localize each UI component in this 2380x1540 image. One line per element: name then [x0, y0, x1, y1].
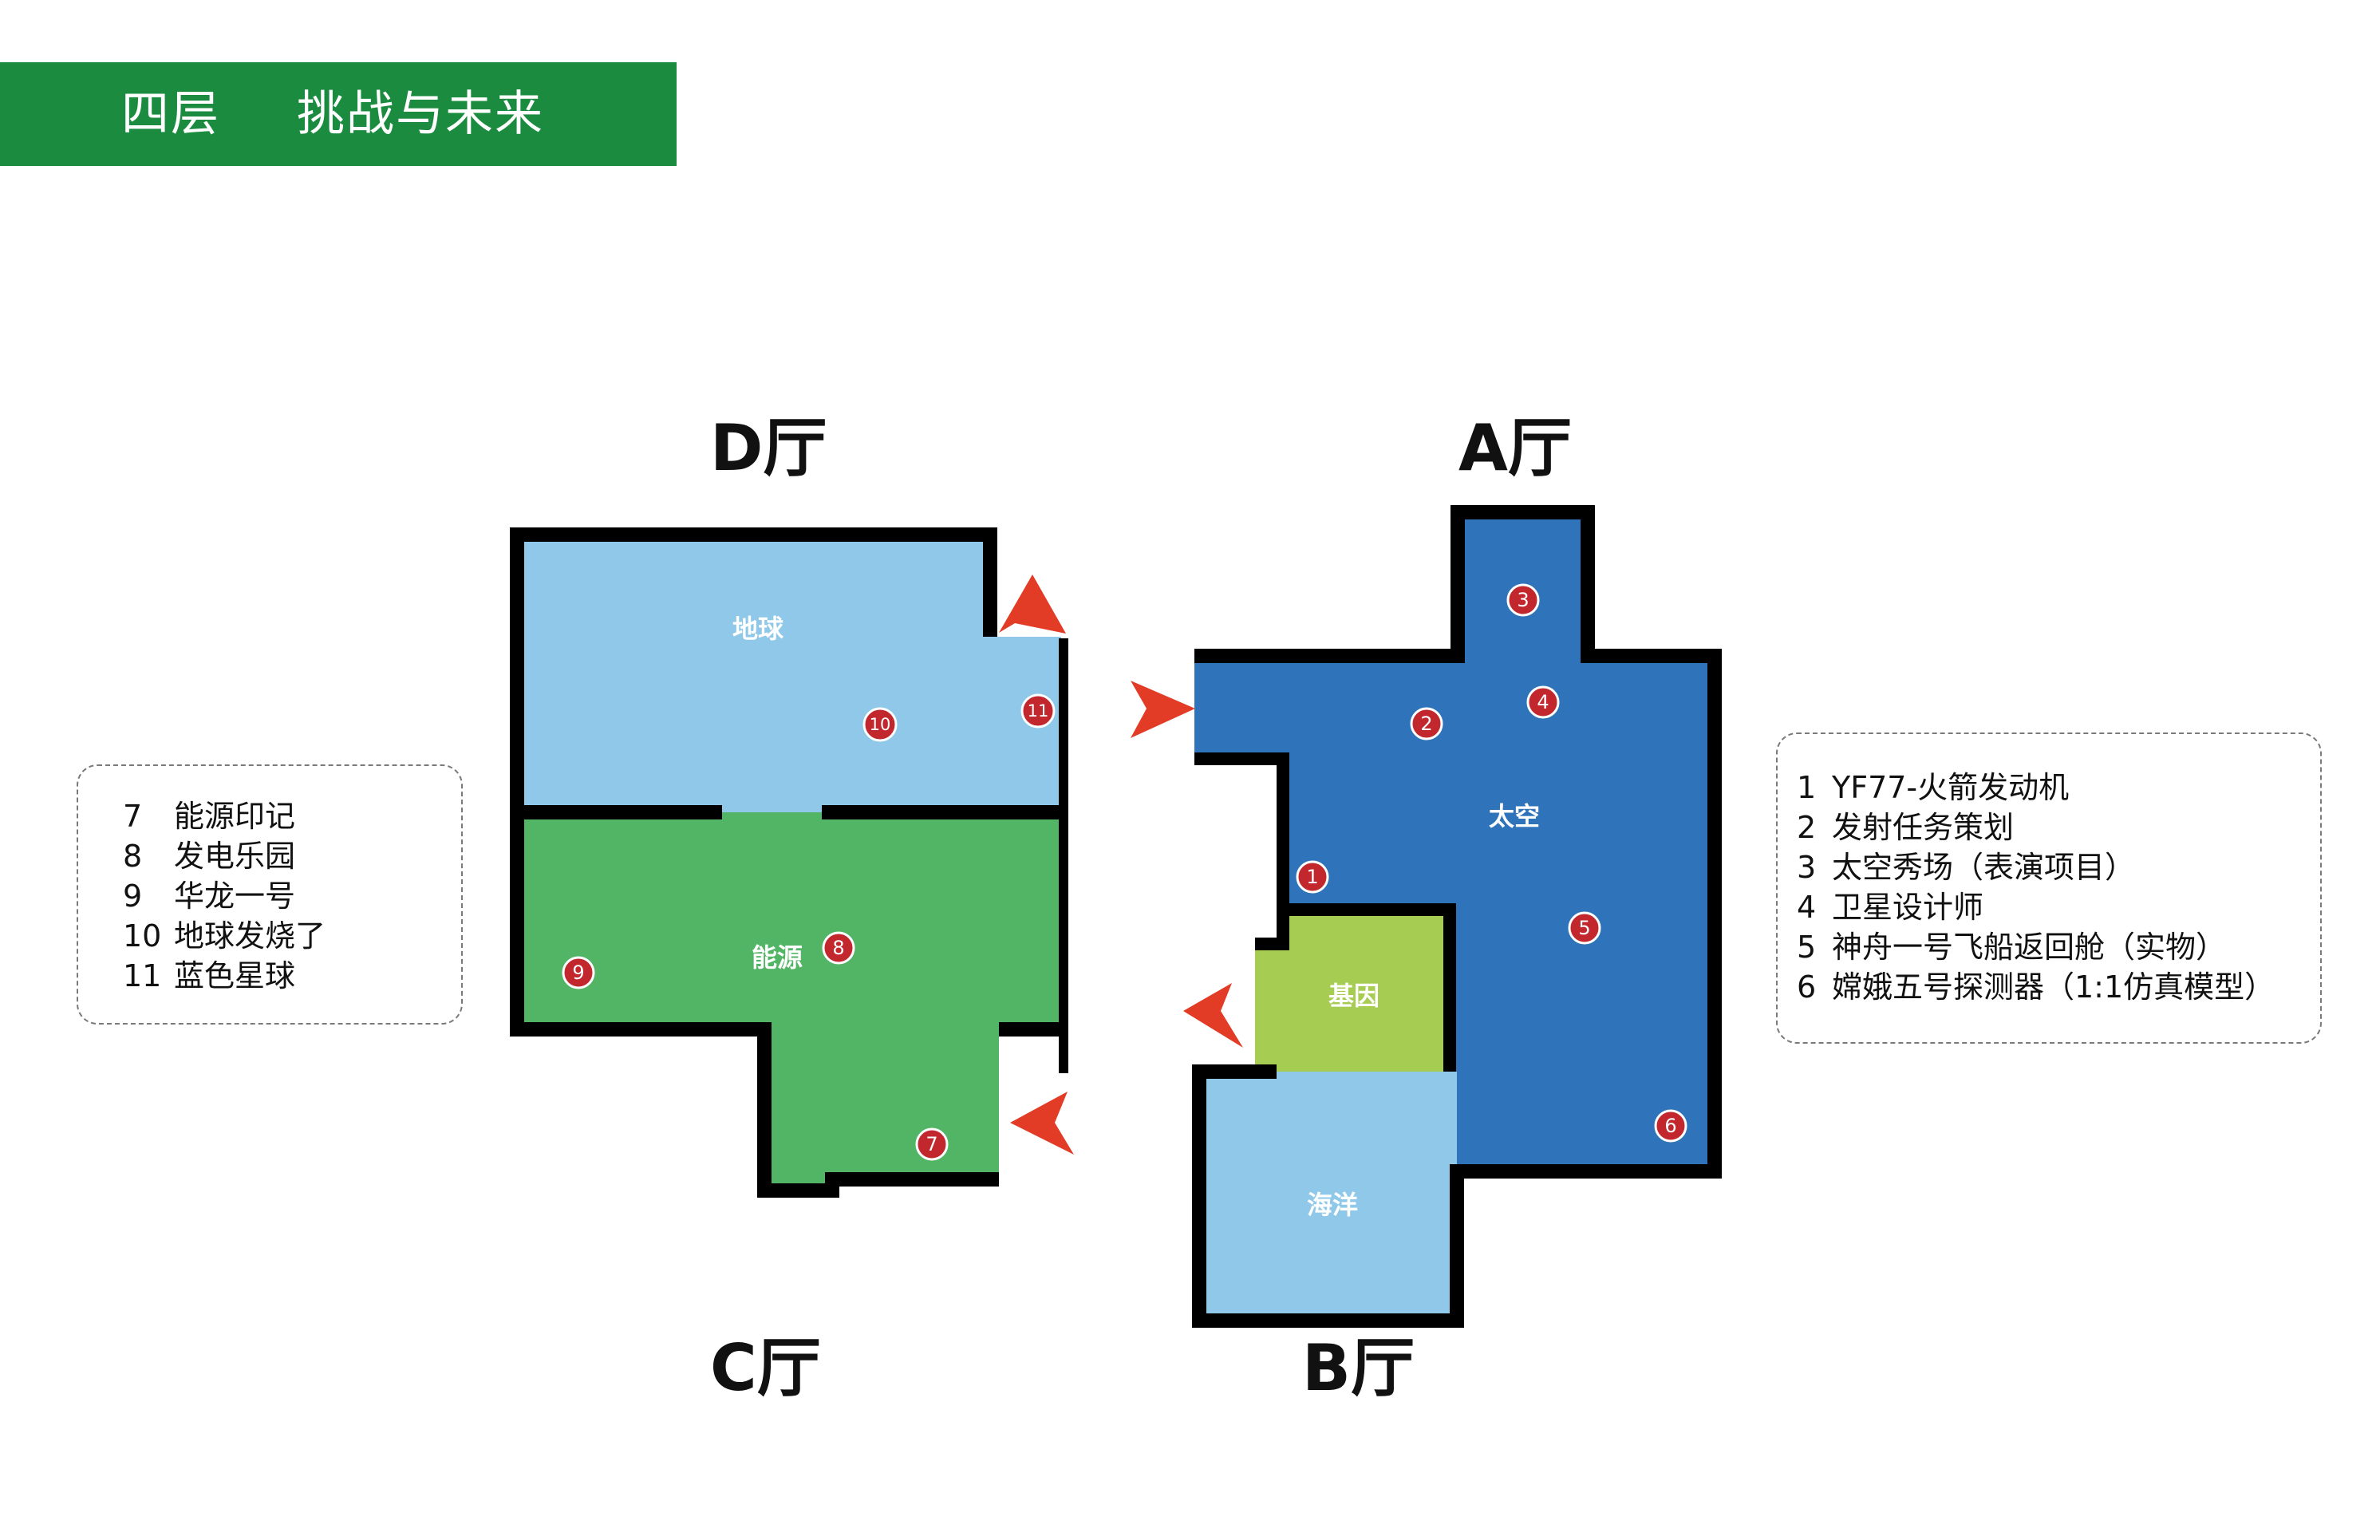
legend-item-text: 华龙一号 — [174, 879, 296, 914]
hall-c-label: C厅 — [710, 1331, 821, 1405]
legend-right: 1 YF77-火箭发动机 2 发射任务策划 3 太空秀场（表演项目） 4 卫星设计师 5… — [1776, 732, 2322, 1044]
title-banner: 四层 挑战与未来 — [0, 62, 677, 166]
legend-item-number: 7 — [123, 799, 143, 834]
legend-item-number: 8 — [123, 839, 143, 874]
room-space — [1194, 512, 1715, 1171]
marker-number: 11 — [1028, 701, 1049, 721]
legend-item-text: 发射任务策划 — [1832, 810, 2015, 845]
exhibit-marker-11: 11 — [1020, 693, 1056, 729]
exhibit-marker-8: 8 — [822, 931, 855, 965]
legend-item-text: 太空秀场（表演项目） — [1832, 850, 2136, 885]
marker-number: 7 — [926, 1133, 937, 1155]
direction-arrow-left-lower-icon — [1010, 1092, 1074, 1155]
marker-number: 8 — [832, 937, 844, 959]
legend-item: 2 发射任务策划 — [1797, 812, 2014, 843]
room-ocean — [1199, 1072, 1457, 1321]
floor-label: 四层 — [121, 86, 220, 142]
marker-number: 10 — [870, 715, 891, 734]
direction-arrow-left-icon — [1183, 983, 1243, 1048]
room-label-ocean: 海洋 — [1307, 1190, 1358, 1220]
legend-item: 5 神舟一号飞船返回舱（实物） — [1797, 932, 2226, 962]
wall-d-outer — [510, 527, 999, 1198]
legend-item: 3 太空秀场（表演项目） — [1797, 852, 2135, 883]
room-label-energy: 能源 — [752, 942, 803, 973]
marker-number: 9 — [572, 962, 584, 984]
legend-item-number: 4 — [1797, 890, 1817, 925]
marker-number: 2 — [1420, 713, 1432, 735]
direction-arrow-up-icon — [999, 575, 1066, 634]
exhibit-marker-9: 9 — [562, 956, 595, 989]
room-label-space: 太空 — [1489, 801, 1540, 831]
exhibit-marker-1: 1 — [1296, 860, 1329, 894]
exhibit-marker-3: 3 — [1506, 583, 1540, 617]
legend-item-text: 能源印记 — [174, 799, 296, 834]
wall-gene-divider — [1283, 903, 1456, 1072]
legend-item: 6 嫦娥五号探测器（1:1仿真模型） — [1797, 972, 2275, 1002]
exhibit-marker-10: 10 — [862, 707, 898, 742]
room-label-earth: 地球 — [732, 614, 784, 644]
exhibit-marker-4: 4 — [1526, 685, 1560, 719]
legend-left: 7 能源印记 8 发电乐园 9 华龙一号 10 地球发烧了 11 蓝色星球 — [77, 764, 463, 1025]
legend-item-number: 5 — [1797, 930, 1817, 965]
legend-item-number: 1 — [1797, 770, 1817, 805]
exhibit-marker-7: 7 — [915, 1127, 949, 1161]
marker-number: 3 — [1517, 589, 1529, 611]
legend-item-text: 发电乐园 — [174, 839, 296, 874]
wall-a-outer — [1192, 505, 1722, 1328]
legend-item-number: 9 — [123, 879, 143, 914]
legend-item-number: 10 — [123, 918, 162, 954]
legend-item-text: 蓝色星球 — [174, 958, 296, 993]
legend-item: 7 能源印记 — [123, 801, 295, 831]
legend-item-text: 地球发烧了 — [174, 918, 326, 954]
legend-item: 10 地球发烧了 — [123, 921, 326, 951]
exhibit-marker-6: 6 — [1654, 1109, 1687, 1143]
legend-item: 1 YF77-火箭发动机 — [1797, 772, 2069, 803]
legend-item-number: 2 — [1797, 810, 1817, 845]
room-energy — [517, 812, 1061, 1191]
hall-a-label: A厅 — [1458, 411, 1572, 485]
room-earth — [517, 535, 1061, 812]
legend-item-number: 3 — [1797, 850, 1817, 885]
exhibit-marker-5: 5 — [1568, 911, 1601, 945]
room-label-gene: 基因 — [1328, 981, 1379, 1011]
hall-d-label: D厅 — [710, 411, 827, 485]
room-gene — [1255, 910, 1450, 1072]
legend-item-text: 卫星设计师 — [1832, 890, 1984, 925]
legend-item-text: 神舟一号飞船返回舱（实物） — [1832, 930, 2227, 965]
marker-number: 4 — [1537, 691, 1549, 713]
exhibit-marker-2: 2 — [1410, 707, 1443, 740]
legend-item-text: 嫦娥五号探测器（1:1仿真模型） — [1832, 969, 2275, 1005]
legend-item-number: 6 — [1797, 969, 1817, 1005]
theme-title: 挑战与未来 — [297, 86, 544, 142]
legend-item: 9 华龙一号 — [123, 881, 295, 911]
legend-item-number: 11 — [123, 958, 162, 993]
marker-number: 6 — [1664, 1115, 1676, 1137]
legend-item-text: YF77-火箭发动机 — [1832, 770, 2070, 805]
wall-a-inner-left — [1194, 752, 1289, 950]
legend-item: 11 蓝色星球 — [123, 961, 295, 991]
marker-number: 1 — [1306, 866, 1318, 888]
marker-number: 5 — [1578, 917, 1590, 939]
legend-item: 8 发电乐园 — [123, 841, 295, 871]
hall-b-label: B厅 — [1302, 1331, 1415, 1405]
direction-arrow-right-icon — [1131, 681, 1195, 738]
legend-item: 4 卫星设计师 — [1797, 892, 1983, 922]
